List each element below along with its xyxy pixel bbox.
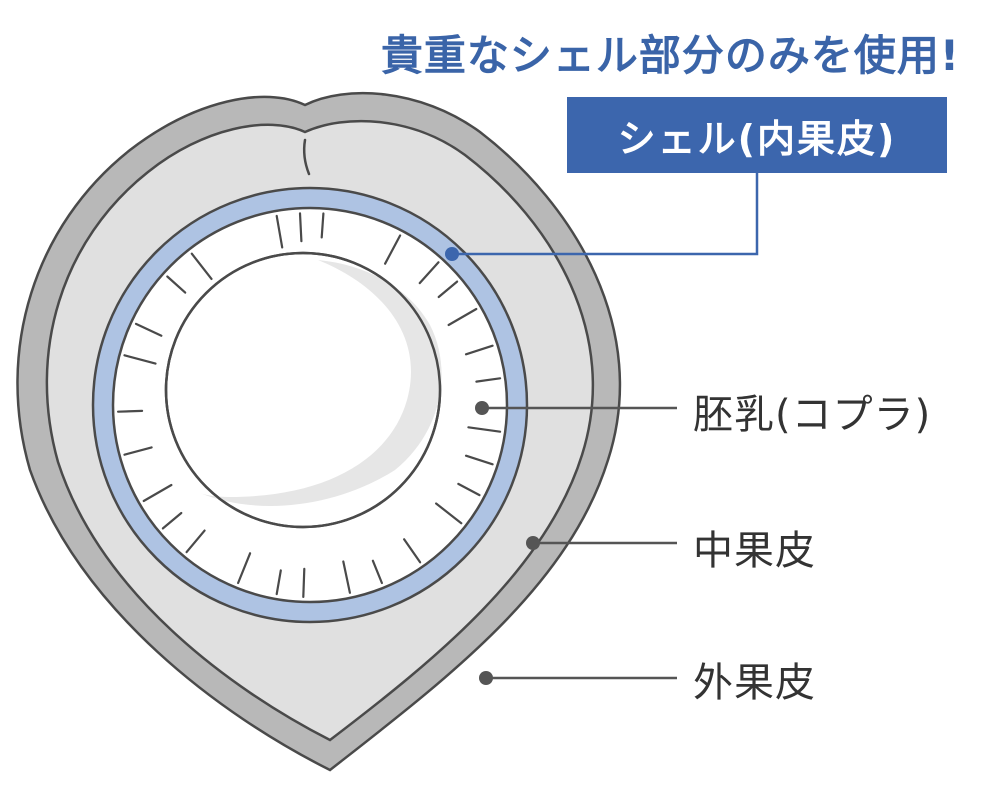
fiber-mark [403, 538, 422, 564]
husk-crease [302, 138, 311, 176]
fiber-mark [298, 212, 303, 243]
fiber-mark [447, 307, 478, 327]
fiber-mark [275, 214, 284, 249]
fiber-mark [320, 212, 325, 239]
fiber-mark [190, 252, 213, 280]
fiber-mark [437, 280, 459, 299]
fiber-mark [134, 322, 163, 337]
shell-label: シェル(内果皮) [567, 97, 947, 173]
copra-fiber-marks [116, 212, 502, 599]
fiber-mark [302, 567, 306, 599]
copra-leader-dot [475, 401, 489, 415]
shell-leader-line [452, 173, 759, 256]
fiber-mark [467, 426, 502, 433]
fiber-mark [275, 569, 282, 596]
shell-leader-dot [445, 247, 459, 261]
fiber-mark [384, 234, 402, 265]
fiber-mark [418, 261, 440, 285]
fiber-mark [142, 483, 173, 503]
fiber-mark [435, 502, 463, 525]
fiber-mark [185, 529, 206, 554]
fiber-mark [123, 446, 153, 456]
mesocarp-leader-dot [526, 536, 540, 550]
fiber-mark [464, 454, 494, 466]
fiber-mark [464, 344, 494, 356]
mesocarp-label: 中果皮 [693, 528, 816, 574]
fiber-mark [161, 511, 183, 530]
headline: 貴重なシェル部分のみを使用! [380, 31, 960, 80]
inner-cavity-outline [164, 251, 442, 529]
exocarp-leader-dot [479, 671, 493, 685]
fiber-mark [123, 354, 157, 365]
fiber-mark [237, 552, 252, 585]
fiber-mark [371, 559, 383, 585]
fiber-mark [457, 482, 481, 497]
fiber-mark [475, 377, 502, 383]
fiber-mark [116, 409, 144, 413]
coconut-meat-label: 胚乳(コプラ) [693, 392, 932, 438]
fiber-mark [166, 275, 187, 294]
fiber-mark [342, 560, 351, 594]
exocarp-label: 外果皮 [693, 660, 816, 706]
